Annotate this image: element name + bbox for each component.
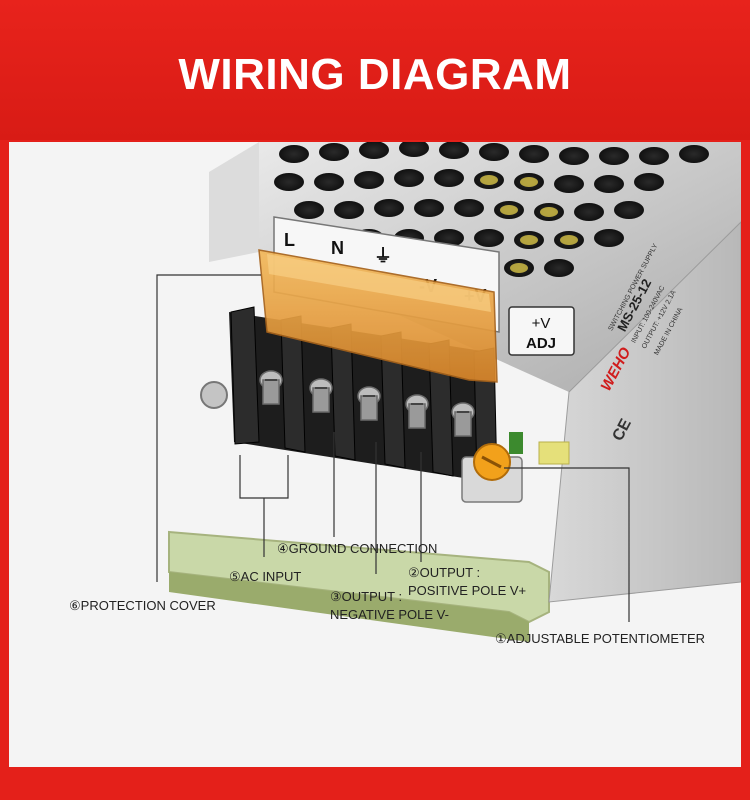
terminal-label: ⏚: [374, 246, 392, 266]
callout-positive-line1: ②OUTPUT :: [408, 565, 481, 580]
diagram-panel: L N ⏚ -V +V +V ADJ WEHO SWITCHING POWER …: [9, 142, 741, 767]
adj-label-box: [508, 306, 575, 356]
adj-label-bottom: ADJ: [526, 335, 556, 352]
metal-side-panel: [548, 221, 741, 603]
header-banner: WIRING DIAGRAM: [0, 0, 750, 140]
terminal-screws: [259, 370, 475, 437]
callout-negative-line2: NEGATIVE POLE V-: [330, 607, 449, 622]
page-title: WIRING DIAGRAM: [178, 50, 572, 99]
power-supply-illustration: L N ⏚ -V +V +V ADJ WEHO SWITCHING POWER …: [9, 142, 741, 767]
potentiometer: [461, 443, 523, 503]
protection-cover: [258, 249, 498, 383]
terminal-label: L: [284, 230, 295, 250]
callout-lines: [156, 274, 630, 622]
footer-band: [0, 767, 750, 800]
callout-negative-line1: ③OUTPUT :: [330, 589, 403, 604]
adj-label-top: +V: [532, 315, 551, 332]
callout-protection-cover: ⑥PROTECTION COVER: [69, 598, 216, 613]
mounting-screw-icon: [200, 381, 228, 409]
vent-holes: [274, 142, 709, 277]
callout-potentiometer: ①ADJUSTABLE POTENTIOMETER: [495, 631, 706, 646]
callout-positive-line2: POSITIVE POLE V+: [408, 583, 527, 598]
terminal-label: N: [331, 238, 344, 258]
callout-ground: ④GROUND CONNECTION: [277, 541, 438, 556]
callout-ac-input: ⑤AC INPUT: [229, 569, 302, 584]
